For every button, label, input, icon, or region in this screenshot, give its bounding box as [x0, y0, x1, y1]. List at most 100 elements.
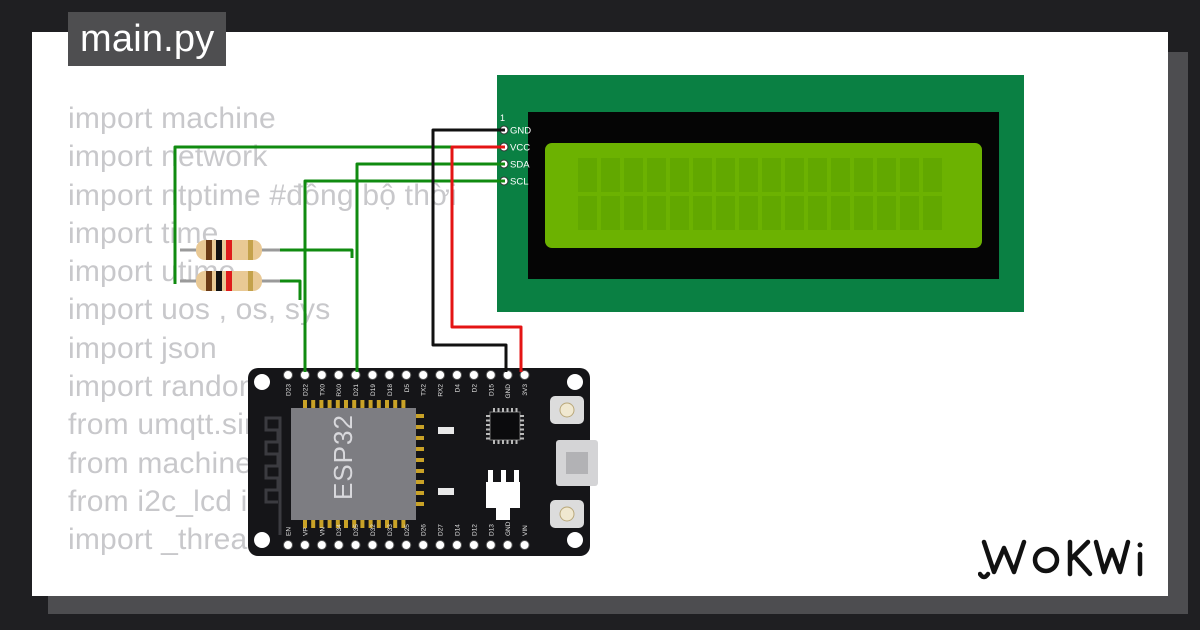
module-pads: [303, 400, 424, 528]
module-pad: [319, 520, 324, 528]
esp32-pin[interactable]: [435, 540, 446, 550]
module-pad: [360, 520, 365, 528]
esp32-pin[interactable]: [350, 540, 361, 550]
esp32-pin-label: D12: [471, 524, 478, 536]
esp32-pin-label: D25: [404, 524, 411, 536]
file-tab[interactable]: main.py: [68, 12, 227, 66]
resistor-band: [206, 271, 212, 291]
esp32-pin[interactable]: [401, 370, 412, 380]
resistor-band: [216, 271, 222, 291]
wire-scl[interactable]: [303, 179, 505, 372]
module-pad: [416, 425, 424, 429]
esp32-pin[interactable]: [468, 540, 479, 550]
esp32-pin[interactable]: [333, 540, 344, 550]
module-pad: [335, 520, 340, 528]
wire-pullup-scl[interactable]: [280, 279, 302, 300]
wire-pullup-sda[interactable]: [280, 248, 354, 258]
esp32-pin[interactable]: [452, 370, 462, 380]
esp32-pin[interactable]: [485, 370, 496, 380]
module-pad: [335, 400, 340, 408]
esp32-pin-label: D18: [387, 384, 394, 396]
chip-leg: [493, 408, 495, 412]
esp32-pin-label: EN: [286, 527, 293, 536]
lcd-pin-label: SDA: [510, 160, 530, 171]
wire-gnd[interactable]: [431, 128, 508, 372]
lcd-cell: [739, 196, 758, 230]
esp32-pin[interactable]: [452, 540, 462, 550]
chip-leg: [520, 415, 524, 417]
boot-button[interactable]: [550, 396, 584, 424]
esp32-chip-label: ESP32: [328, 414, 358, 500]
esp32-pin[interactable]: [316, 540, 327, 550]
esp32-pin[interactable]: [435, 370, 446, 380]
esp32-pin-label: D34: [336, 524, 343, 536]
wire-vcc[interactable]: [450, 145, 523, 372]
esp32-pin-label: RX0: [336, 384, 343, 397]
esp32-pin[interactable]: [367, 370, 378, 380]
wokwi-logo-icon: [978, 539, 1143, 580]
esp32-pin-label: VP: [302, 527, 309, 536]
chip-leg: [502, 440, 504, 444]
chip-leg: [520, 437, 524, 440]
reset-button[interactable]: [550, 500, 584, 528]
esp32-pin[interactable]: [384, 370, 395, 380]
esp32-pin-label: VN: [319, 527, 326, 536]
esp32-pin[interactable]: [519, 540, 530, 550]
lcd-cell: [923, 158, 942, 192]
esp32-pin[interactable]: [468, 370, 479, 380]
esp32-pin[interactable]: [333, 370, 344, 380]
module-pad: [327, 400, 332, 408]
chip-leg: [520, 419, 524, 422]
wire-sda[interactable]: [355, 162, 505, 372]
wire-vcc-pullup[interactable]: [173, 145, 505, 284]
lcd-cell: [900, 196, 919, 230]
chip-leg: [497, 408, 500, 412]
esp32-pin[interactable]: [316, 370, 327, 380]
resistor-band: [248, 240, 253, 260]
esp32-pin[interactable]: [283, 370, 293, 380]
esp32-pin[interactable]: [418, 540, 429, 550]
esp32-pin-label: D15: [488, 384, 495, 396]
chip-leg: [506, 408, 509, 412]
esp32-pin[interactable]: [485, 540, 496, 550]
esp32-pin[interactable]: [401, 540, 412, 550]
esp32-pin[interactable]: [519, 370, 530, 380]
esp32-pin-label: VIN: [522, 525, 529, 536]
module-pad: [416, 436, 424, 440]
lcd-cell: [854, 196, 873, 230]
lcd-cell: [831, 196, 850, 230]
wires: [173, 128, 523, 372]
lcd-cell: [601, 158, 620, 192]
module-pad: [368, 400, 373, 408]
chip-leg: [511, 408, 513, 412]
esp32-pin[interactable]: [384, 540, 395, 550]
button-cap: [559, 506, 575, 522]
lcd-cell: [578, 158, 597, 192]
esp32-pin[interactable]: [502, 370, 513, 380]
lcd-pin-index: 1: [500, 113, 505, 123]
esp32-pin[interactable]: [502, 540, 513, 550]
esp32-pin-label: D32: [370, 524, 377, 536]
antenna-trace: [264, 416, 282, 535]
module-pad: [416, 480, 424, 484]
esp32-pin-label: D2: [471, 384, 478, 393]
chip-leg: [493, 440, 495, 444]
esp32-pin[interactable]: [283, 540, 293, 550]
lcd-cell: [854, 158, 873, 192]
esp32-pin[interactable]: [418, 370, 429, 380]
module-pad: [416, 491, 424, 495]
esp32-pin[interactable]: [299, 540, 310, 550]
module-pad: [416, 414, 424, 418]
esp32-pin[interactable]: [367, 540, 378, 550]
esp32-board[interactable]: ESP32 D23 D2: [248, 368, 598, 556]
esp32-pin-label: GND: [505, 521, 512, 536]
resistor-2[interactable]: [180, 271, 290, 291]
module-pad: [416, 447, 424, 451]
esp32-pin-label: 3V3: [522, 384, 529, 396]
esp32-pin-label: D23: [286, 384, 293, 396]
resistor-1[interactable]: [180, 240, 290, 260]
voltage-regulator: [486, 482, 520, 508]
esp32-pin-label: TX2: [421, 384, 428, 396]
